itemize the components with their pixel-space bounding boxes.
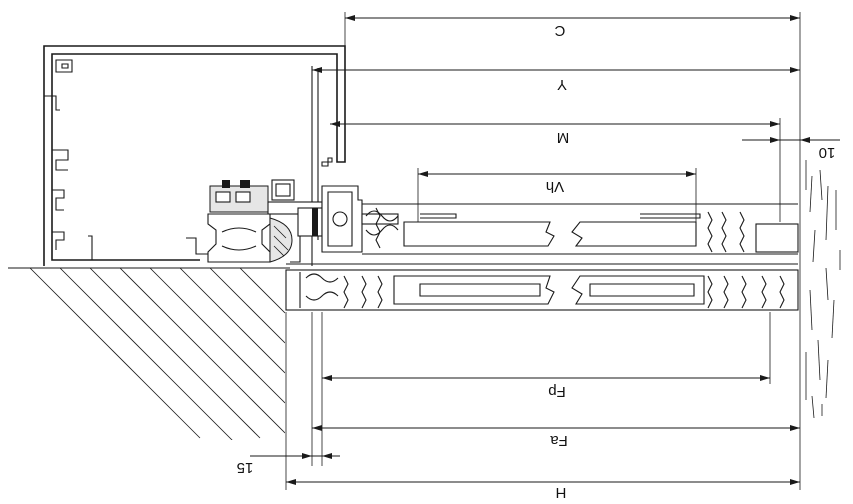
label-y: Y — [557, 76, 567, 93]
label-h: H — [556, 484, 567, 501]
label-ten: 10 — [819, 144, 836, 161]
dimension-y — [312, 67, 800, 73]
floor-section — [8, 267, 290, 440]
roller-carriage — [207, 179, 323, 263]
upper-sash-profile — [321, 185, 799, 255]
label-fa: Fa — [550, 432, 568, 449]
dimension-h — [286, 479, 800, 485]
dimension-fifteen — [250, 453, 340, 459]
label-fp: Fp — [548, 383, 566, 400]
label-m: M — [557, 129, 570, 146]
wall-section — [799, 148, 841, 419]
lower-sash-profile — [285, 263, 799, 311]
dimension-fp — [322, 375, 770, 381]
dimension-c — [345, 15, 800, 21]
dimension-vh — [418, 171, 696, 177]
dimension-ten — [742, 137, 840, 143]
rail-housing — [43, 45, 346, 266]
extension-lines — [285, 12, 801, 490]
label-fifteen: 15 — [237, 459, 254, 476]
label-c: C — [554, 22, 565, 39]
label-vh: Vh — [546, 178, 564, 195]
dimension-fa — [312, 425, 800, 431]
dimension-m — [330, 121, 780, 127]
